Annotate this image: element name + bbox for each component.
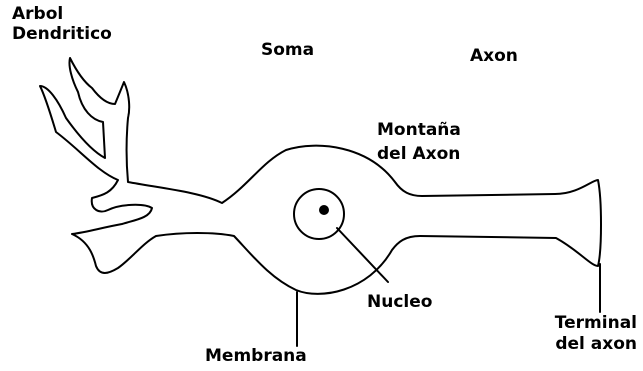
label-terminal-line2: del axon: [555, 334, 637, 354]
nucleolus: [320, 206, 328, 214]
label-montana-line1: Montaña: [377, 120, 461, 140]
nucleus-circle: [294, 189, 344, 239]
nucleo-pointer-line: [337, 228, 388, 282]
label-montana-line2: del Axon: [377, 144, 460, 164]
label-soma: Soma: [261, 40, 314, 60]
label-nucleo: Nucleo: [367, 292, 432, 312]
label-arbol-line2: Dendritico: [12, 24, 112, 44]
neuron-membrane-outline: [40, 58, 601, 294]
label-axon: Axon: [470, 46, 518, 66]
label-arbol-line1: Arbol: [12, 4, 63, 24]
label-membrana: Membrana: [205, 346, 307, 366]
label-terminal-line1: Terminal: [555, 313, 637, 333]
